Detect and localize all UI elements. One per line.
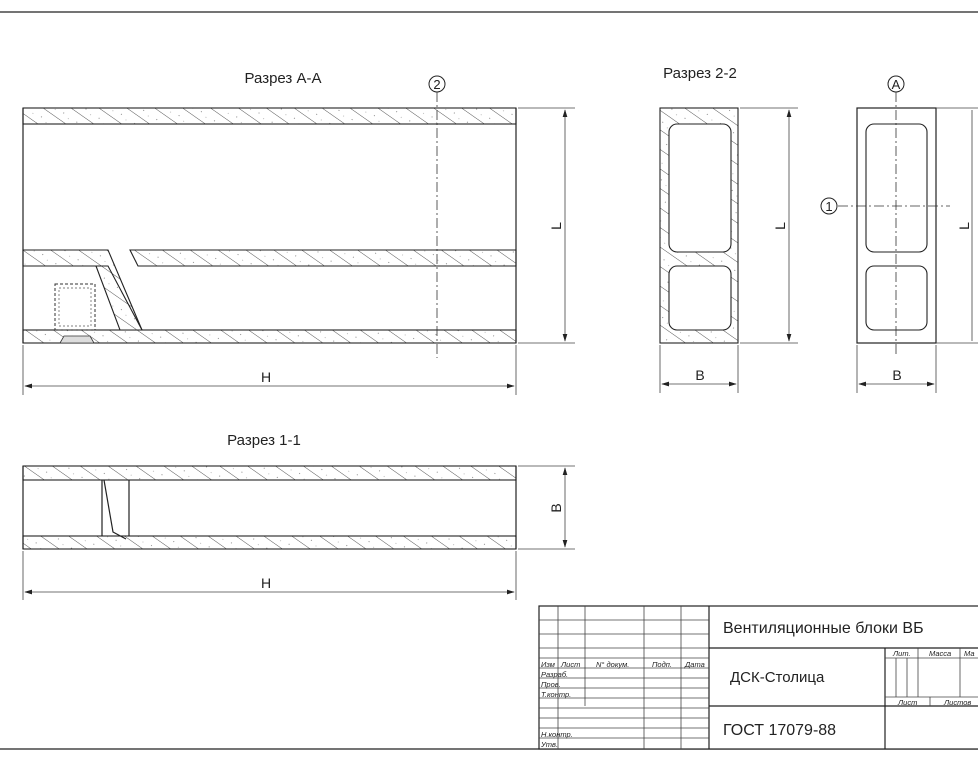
section-aa: Разрез А-А 2 L H	[22, 70, 575, 395]
tb-col-date: Дата	[684, 660, 705, 669]
section-11-title: Разрез 1-1	[227, 432, 301, 449]
tb-product-title: Вентиляционные блоки ВБ	[723, 620, 924, 637]
tb-stage-masshtab: Ма	[964, 649, 975, 658]
tb-stage-massa: Масса	[929, 649, 951, 658]
section-aa-title: Разрез А-А	[245, 70, 322, 87]
tb-row-tkontr: Т.контр.	[541, 690, 571, 699]
view-axis-1-bubble	[820, 197, 838, 215]
section-aa-base-plate	[59, 335, 95, 344]
tb-col-sign: Подп.	[652, 660, 672, 669]
section-22-channel-top	[668, 123, 732, 253]
tb-organization: ДСК-Столица	[730, 669, 825, 686]
section-11-bottom-wall	[22, 535, 517, 550]
section-aa-inlet-slope	[95, 265, 143, 331]
section-aa-opening	[54, 283, 96, 331]
section-22-dim-l-label: L	[772, 222, 788, 230]
section-aa-dim-l-label: L	[548, 222, 564, 230]
view-axis-1-label: 1	[825, 199, 832, 214]
tb-row-nkontr: Н.контр.	[541, 730, 573, 739]
tb-row-prov: Пров.	[541, 680, 561, 689]
section-22: Разрез 2-2 L B	[659, 65, 798, 393]
section-11-dim-b-label: B	[548, 503, 564, 512]
tb-row-utv: Утв.	[540, 740, 558, 749]
tb-col-doc-no: N° докум.	[596, 660, 629, 669]
section-11-dim-h-label: H	[261, 575, 271, 591]
section-11-rib-slope	[103, 479, 127, 540]
section-22-dim-b-label: B	[695, 367, 704, 383]
title-block: Изм Лист N° докум. Подп. Дата Разраб. Пр…	[538, 605, 978, 750]
tb-col-list: Лист	[560, 660, 580, 669]
tb-stage-lit: Лит.	[892, 649, 911, 658]
view-axis-a-bubble	[887, 75, 905, 93]
section-22-channel-bottom	[668, 265, 732, 331]
section-aa-axis-bubble	[428, 75, 446, 93]
section-aa-opening-inner	[58, 287, 92, 327]
tb-sheet-list: Лист	[897, 698, 917, 707]
view-axis-a-label: А	[892, 77, 901, 92]
section-11-top-wall	[22, 465, 517, 481]
tb-sheet-listov: Листов	[943, 698, 971, 707]
section-11: Разрез 1-1 B H	[22, 432, 575, 600]
section-aa-top-wall	[22, 107, 517, 125]
tb-col-izm: Изм	[541, 660, 555, 669]
section-aa-partition	[129, 249, 517, 267]
tb-standard: ГОСТ 17079-88	[723, 722, 836, 739]
section-22-title: Разрез 2-2	[663, 65, 737, 82]
section-aa-axis-mark: 2	[433, 77, 440, 92]
title-block-frame	[538, 605, 978, 750]
view-channel-bottom	[865, 265, 928, 331]
view-channel-top	[865, 123, 928, 253]
section-aa-bottom-wall	[22, 329, 517, 344]
view-dim-l-label: L	[956, 222, 972, 230]
tb-row-razrab: Разраб.	[541, 670, 568, 679]
section-aa-dim-h-label: H	[261, 369, 271, 385]
view-axes: А 1 L B	[820, 75, 978, 393]
view-dim-b-label: B	[892, 367, 901, 383]
